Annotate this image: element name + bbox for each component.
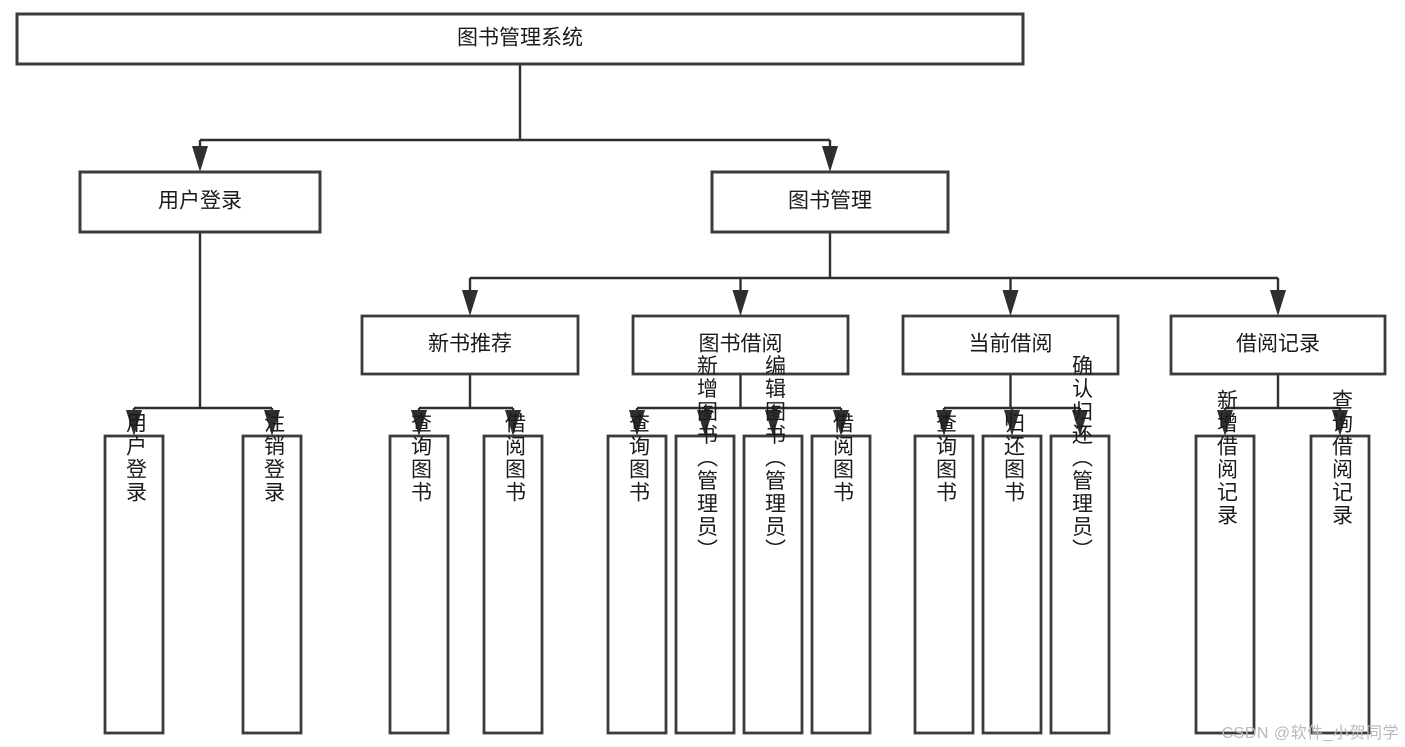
node-box	[482, 434, 544, 735]
node-box	[913, 434, 975, 735]
arrow-head-icon	[264, 410, 280, 436]
node-leaf-query-book-2[interactable]: 查询图书	[606, 412, 668, 735]
arrow-head-icon	[697, 410, 713, 436]
node-box	[15, 12, 1025, 66]
node-root[interactable]: 图书管理系统	[15, 12, 1025, 66]
node-box	[241, 434, 303, 735]
arrow-head-icon	[1002, 290, 1019, 316]
node-label: 借阅图书	[830, 412, 854, 504]
node-label: 借阅记录	[1236, 333, 1320, 356]
node-book-borrow[interactable]: 图书借阅	[631, 314, 850, 376]
node-label: 归还图书	[1001, 412, 1025, 504]
node-leaf-edit-book[interactable]: 编辑图书（管理员）	[742, 355, 804, 735]
arrow-head-icon	[1270, 290, 1286, 316]
node-label: 新增借阅记录	[1214, 389, 1238, 527]
node-label: 查询图书	[626, 412, 650, 504]
node-label: 图书管理	[788, 190, 872, 213]
connector-group-borrow-record	[1217, 374, 1348, 436]
node-label: 新增图书（管理员）	[694, 355, 718, 562]
arrow-head-icon	[732, 290, 749, 316]
node-box	[78, 170, 322, 234]
node-label: 编辑图书（管理员）	[762, 355, 786, 562]
node-new-book-rec[interactable]: 新书推荐	[360, 314, 580, 376]
node-box	[1309, 434, 1371, 735]
node-label: 查询图书	[933, 412, 957, 504]
node-label: 查询借阅记录	[1329, 389, 1353, 527]
node-book-manage[interactable]: 图书管理	[710, 170, 950, 234]
arrow-head-icon	[1332, 410, 1348, 436]
arrow-head-icon	[629, 410, 645, 436]
node-label: 用户登录	[158, 190, 242, 213]
node-box	[606, 434, 668, 735]
node-label: 图书管理系统	[457, 27, 583, 50]
node-box	[674, 434, 736, 735]
node-box	[981, 434, 1043, 735]
node-box	[631, 314, 850, 376]
node-label: 确认归还（管理员）	[1069, 355, 1093, 562]
node-leaf-query-record[interactable]: 查询借阅记录	[1309, 389, 1371, 735]
node-leaf-return-book[interactable]: 归还图书	[981, 412, 1043, 735]
arrow-head-icon	[833, 410, 849, 436]
node-label: 用户登录	[123, 412, 147, 504]
connector-group-new-book-rec	[411, 374, 521, 436]
arrow-head-icon	[1004, 410, 1020, 436]
arrow-head-icon	[1217, 410, 1233, 436]
node-leaf-add-record[interactable]: 新增借阅记录	[1194, 389, 1256, 735]
node-box	[103, 434, 165, 735]
node-box	[710, 170, 950, 234]
node-leaf-borrow-book-2[interactable]: 借阅图书	[810, 412, 872, 735]
node-box	[1169, 314, 1387, 376]
node-current-borrow[interactable]: 当前借阅	[901, 314, 1120, 376]
arrow-head-icon	[126, 410, 142, 436]
node-leaf-query-book-3[interactable]: 查询图书	[913, 412, 975, 735]
connector-group-current-borrow	[936, 374, 1088, 436]
node-label: 图书借阅	[699, 333, 783, 356]
node-user-login[interactable]: 用户登录	[78, 170, 322, 234]
arrow-head-icon	[411, 410, 427, 436]
connector-group-book-manage	[462, 232, 1286, 316]
connector-group-book-borrow	[629, 374, 849, 436]
node-label: 注销登录	[261, 412, 285, 504]
connector-group-root	[192, 64, 838, 172]
arrow-head-icon	[1072, 410, 1088, 436]
arrow-head-icon	[822, 146, 838, 172]
arrow-head-icon	[505, 410, 521, 436]
node-label: 当前借阅	[969, 333, 1053, 356]
node-leaf-query-book-1[interactable]: 查询图书	[388, 412, 450, 735]
node-leaf-confirm-return[interactable]: 确认归还（管理员）	[1049, 355, 1111, 735]
arrow-head-icon	[192, 146, 208, 172]
node-box	[901, 314, 1120, 376]
arrow-head-icon	[936, 410, 952, 436]
node-label: 新书推荐	[428, 333, 512, 356]
node-label: 查询图书	[408, 412, 432, 504]
node-box	[1049, 434, 1111, 735]
connectors-layer	[126, 64, 1348, 436]
arrow-head-icon	[765, 410, 781, 436]
node-box	[1194, 434, 1256, 735]
nodes-layer: 图书管理系统用户登录图书管理新书推荐图书借阅当前借阅借阅记录用户登录注销登录查询…	[15, 12, 1387, 735]
node-leaf-user-login[interactable]: 用户登录	[103, 412, 165, 735]
node-leaf-add-book[interactable]: 新增图书（管理员）	[674, 355, 736, 735]
node-borrow-record[interactable]: 借阅记录	[1169, 314, 1387, 376]
node-box	[388, 434, 450, 735]
node-leaf-logout[interactable]: 注销登录	[241, 412, 303, 735]
connector-group-user-login	[126, 232, 280, 436]
arrow-head-icon	[462, 290, 478, 316]
node-box	[810, 434, 872, 735]
node-leaf-borrow-book-1[interactable]: 借阅图书	[482, 412, 544, 735]
node-label: 借阅图书	[502, 412, 526, 504]
node-box	[742, 434, 804, 735]
node-box	[360, 314, 580, 376]
